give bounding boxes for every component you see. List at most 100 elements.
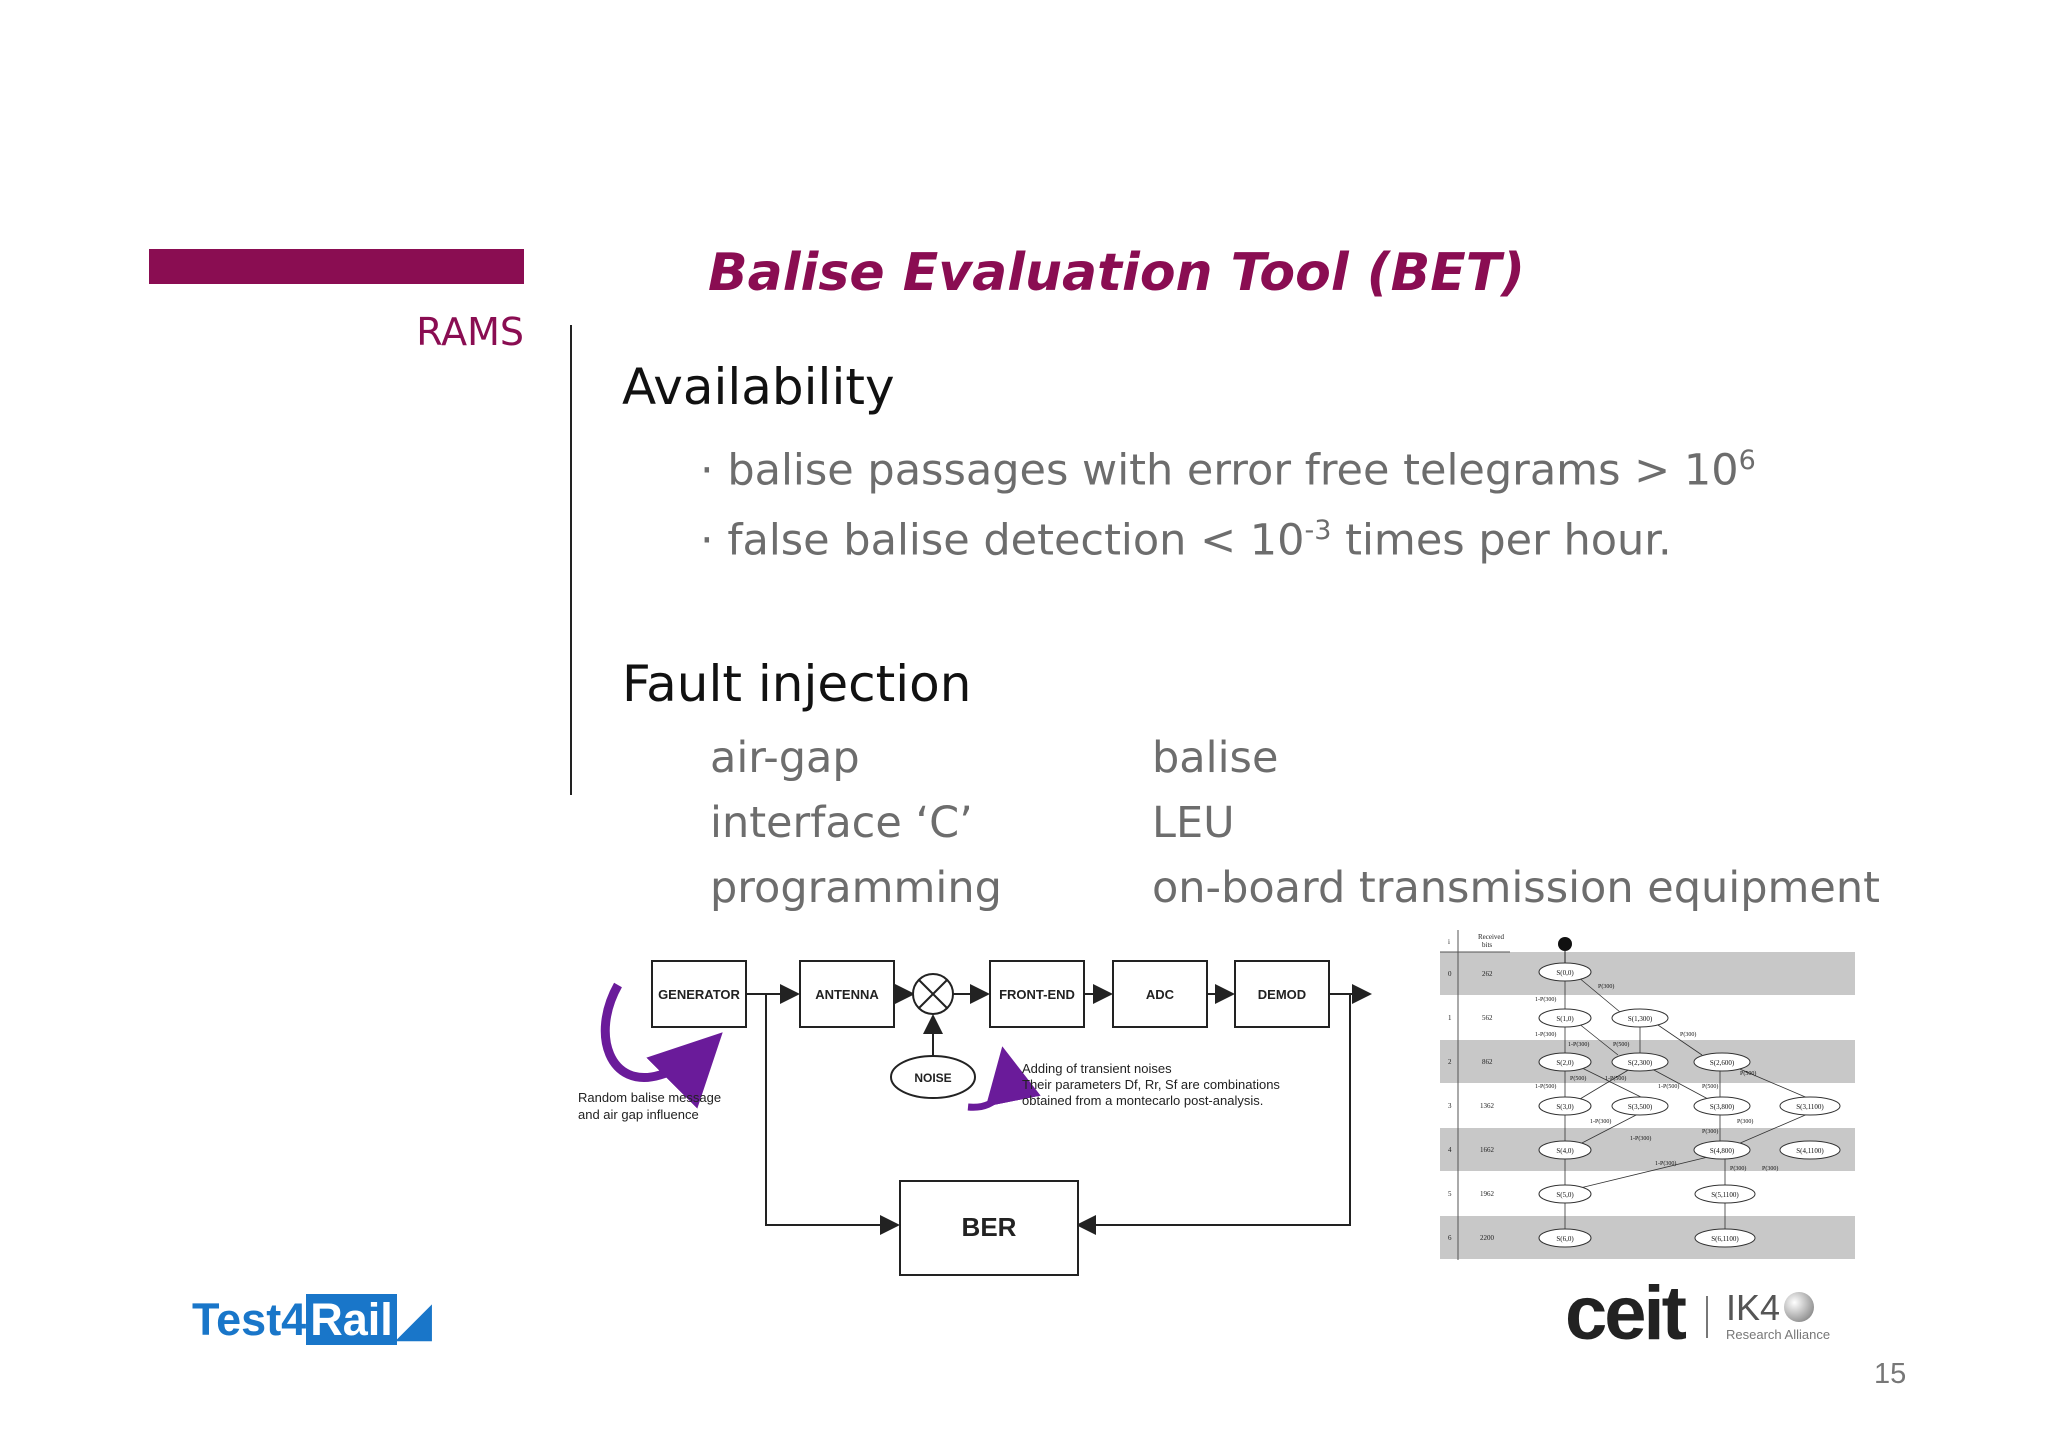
markov-edge-label: 1-P(300): [1535, 1031, 1556, 1038]
availability-bullet-2: · false balise detection < 10-3 times pe…: [700, 515, 1672, 566]
test4rail-logo: Test4Rail◢: [192, 1294, 432, 1345]
markov-edge-label: P(300): [1598, 983, 1614, 990]
markov-node: [1693, 1140, 1751, 1160]
generator-block: [651, 960, 747, 1028]
markov-node: [1693, 1052, 1751, 1072]
markov-row-bits: 1362: [1480, 1102, 1495, 1110]
markov-header-i: i: [1448, 938, 1450, 946]
markov-node: [1779, 1140, 1841, 1160]
noise-note-line-2: Their parameters Df, Rr, Sf are combinat…: [1022, 1077, 1280, 1092]
fault-item-leu: LEU: [1152, 798, 1235, 848]
markov-edge-label: 1-P(300): [1630, 1135, 1651, 1142]
fault-item-onboard: on-board transmission equipment: [1152, 863, 1880, 913]
generator-label: GENERATOR: [658, 987, 740, 1002]
markov-edge-label: 1-P(300): [1535, 996, 1556, 1003]
noise-node: [890, 1055, 976, 1099]
antenna-block: [799, 960, 895, 1028]
markov-node-label: S(5,0): [1556, 1191, 1574, 1199]
markov-node-label: S(1,0): [1556, 1015, 1574, 1023]
markov-node: [1694, 1228, 1756, 1248]
random-arrow: [600, 982, 723, 1109]
markov-node-label: S(4,1100): [1796, 1147, 1824, 1155]
markov-node-label: S(2,0): [1556, 1059, 1574, 1067]
page-number: 15: [1874, 1358, 1907, 1390]
markov-node-label: S(1,300): [1628, 1015, 1653, 1023]
section-label: RAMS: [416, 310, 524, 354]
markov-row-i: 6: [1448, 1234, 1452, 1242]
markov-edge-label: P(500): [1613, 1041, 1629, 1048]
markov-edge-label: P(500): [1702, 1083, 1718, 1090]
markov-node-label: S(3,800): [1710, 1103, 1735, 1111]
markov-row-bits: 1662: [1480, 1146, 1495, 1154]
demod-label: DEMOD: [1258, 987, 1306, 1002]
ik4-sphere-icon: [1784, 1292, 1814, 1322]
markov-node: [1538, 962, 1592, 982]
markov-node-label: S(4,800): [1710, 1147, 1735, 1155]
markov-node-label: S(3,500): [1628, 1103, 1653, 1111]
ik4-logo-text: IK4: [1726, 1287, 1781, 1328]
markov-edge-label: P(300): [1680, 1031, 1696, 1038]
markov-node-label: S(2,300): [1628, 1059, 1653, 1067]
random-note-line-2: and air gap influence: [578, 1107, 699, 1122]
research-alliance-text: Research Alliance: [1726, 1327, 1831, 1342]
markov-row-bits: 562: [1482, 1014, 1493, 1022]
markov-row-i: 0: [1448, 970, 1452, 978]
ber-block: [899, 1180, 1079, 1276]
markov-edge-label: 1-P(500): [1658, 1083, 1679, 1090]
markov-edge-label: P(300): [1702, 1128, 1718, 1135]
logo-separator: [1706, 1296, 1708, 1338]
markov-node: [1611, 1052, 1669, 1072]
markov-row-bits: 2200: [1480, 1234, 1495, 1242]
markov-node: [1611, 1096, 1669, 1116]
markov-edge-label: 1-P(300): [1655, 1160, 1676, 1167]
markov-node-label: S(3,1100): [1796, 1103, 1824, 1111]
ber-label: BER: [962, 1212, 1017, 1242]
markov-node: [1538, 1140, 1592, 1160]
markov-node: [1538, 1184, 1592, 1204]
markov-edge-label: P(300): [1730, 1165, 1746, 1172]
markov-node-label: S(6,0): [1556, 1235, 1574, 1243]
markov-edge-label: P(500): [1570, 1075, 1586, 1082]
markov-header-bits-1: Received: [1478, 933, 1505, 941]
markov-edge-label: P(300): [1737, 1118, 1753, 1125]
markov-node: [1538, 1008, 1592, 1028]
markov-node-label: S(0,0): [1556, 969, 1574, 977]
markov-row-bits: 1962: [1480, 1190, 1495, 1198]
bet-block-diagram: GENERATOR ANTENNA FRONT-END ADC DEMOD NO…: [578, 960, 1372, 1276]
noise-arrow: [967, 1046, 1041, 1111]
markov-node-label: S(4,0): [1556, 1147, 1574, 1155]
markov-node: [1538, 1228, 1592, 1248]
front-end-label: FRONT-END: [999, 987, 1075, 1002]
markov-node: [1538, 1096, 1592, 1116]
markov-node-label: S(5,1100): [1711, 1191, 1739, 1199]
ceit-logo: ceit: [1565, 1271, 1687, 1356]
markov-row-bits: 862: [1482, 1058, 1493, 1066]
availability-heading: Availability: [622, 358, 895, 416]
markov-edge-label: 1-P(500): [1535, 1083, 1556, 1090]
markov-row-i: 4: [1448, 1146, 1452, 1154]
markov-node-label: S(6,1100): [1711, 1235, 1739, 1243]
availability-bullet-1: · balise passages with error free telegr…: [700, 445, 1756, 496]
markov-edge-label: 1-P(500): [1605, 1075, 1626, 1082]
fault-item-programming: programming: [710, 863, 1002, 913]
noise-note-line-3: obtained from a montecarlo post-analysis…: [1022, 1093, 1263, 1108]
markov-row-i: 1: [1448, 1014, 1452, 1022]
markov-node: [1538, 1052, 1592, 1072]
markov-node: [1779, 1096, 1841, 1116]
markov-node: [1694, 1184, 1756, 1204]
markov-row-i: 2: [1448, 1058, 1452, 1066]
fault-item-air-gap: air-gap: [710, 733, 860, 783]
noise-label: NOISE: [914, 1071, 951, 1085]
markov-node: [1693, 1096, 1751, 1116]
fault-injection-heading: Fault injection: [622, 655, 972, 713]
vertical-divider: [570, 325, 572, 795]
antenna-label: ANTENNA: [815, 987, 879, 1002]
front-end-block: [989, 960, 1085, 1028]
fault-item-balise: balise: [1152, 733, 1279, 783]
markov-start-dot: [1558, 937, 1572, 951]
markov-row-i: 3: [1448, 1102, 1452, 1110]
markov-edge-label: P(500): [1740, 1070, 1756, 1077]
random-note-line-1: Random balise message: [578, 1090, 721, 1105]
markov-edge-label: 1-P(300): [1590, 1118, 1611, 1125]
